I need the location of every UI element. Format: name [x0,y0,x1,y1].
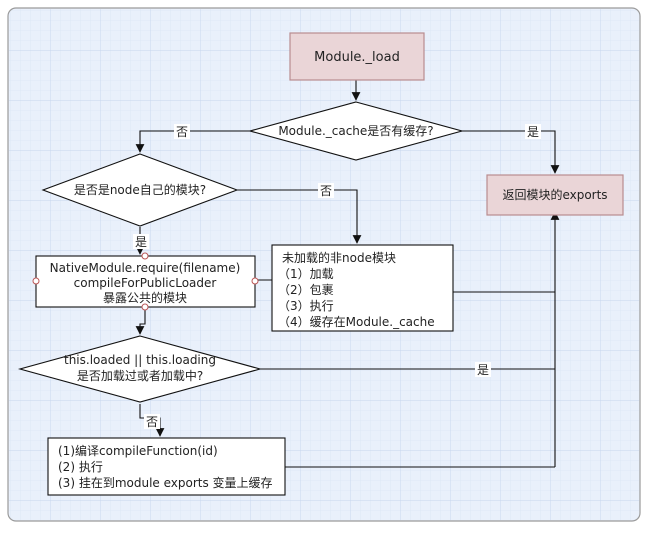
compile-node: (1)编译compileFunction(id) (2) 执行 (3) 挂在到m… [47,437,286,496]
loaded-check-diamond: this.loaded || this.loading 是否加载过或者加载中? [17,335,263,403]
loaded-check-line-2: 是否加载过或者加载中? [77,368,203,383]
connector-dot [32,277,40,285]
loaded-no-label: 否 [146,415,158,429]
non-native-line-1: 未加载的非node模块 [282,250,396,265]
label-bg [144,414,160,429]
compile-line-3: (3) 挂在到module exports 变量上缓存 [58,475,273,490]
non-native-line-3: （2）包裹 [278,282,334,297]
native-yes-label: 是 [135,235,147,249]
connector-dot [251,277,259,285]
label-bg [133,234,149,249]
label-bg [318,183,334,198]
return-exports-node: 返回模块的exports [486,174,624,216]
compile-line-1: (1)编译compileFunction(id) [58,443,218,458]
connector-dot [141,252,149,260]
edge-cache-no [135,130,250,153]
start-node: Module._load [289,32,425,81]
edge-native-to-loaded [135,307,146,335]
loaded-check-line-1: this.loaded || this.loading [64,353,216,367]
edge-native-no [237,189,362,244]
non-native-node: 未加载的非node模块 （1）加载 （2）包裹 （3）执行 （4）缓存在Modu… [271,244,454,332]
is-native-diamond: 是否是node自己的模块? [41,153,239,227]
non-native-line-2: （1）加载 [278,267,334,281]
non-native-line-4: （3）执行 [278,299,334,313]
native-no-label: 否 [320,184,332,198]
native-line-2: compileForPublicLoader [74,276,217,290]
label-bg [525,124,541,139]
is-native-label: 是否是node自己的模块? [74,182,206,197]
cache-check-label: Module._cache是否有缓存? [278,124,433,138]
cache-no-label: 否 [176,125,188,139]
start-node-label: Module._load [314,50,400,65]
cache-yes-label: 是 [527,125,539,139]
native-line-3: 暴露公共的模块 [103,290,187,305]
native-module-node: NativeModule.require(filename) compileFo… [32,252,259,311]
edge-cache-yes [462,130,560,174]
edges [135,80,560,468]
edge-labels: 否 是 否 是 是 否 [133,124,541,429]
connector-dot [141,303,149,311]
loaded-yes-label: 是 [477,363,489,377]
return-exports-label: 返回模块的exports [502,187,607,202]
cache-check-diamond: Module._cache是否有缓存? [247,101,465,161]
label-bg [174,124,190,139]
compile-line-2: (2) 执行 [58,460,103,474]
label-bg [475,362,491,377]
non-native-line-5: （4）缓存在Module._cache [278,315,435,329]
native-line-1: NativeModule.require(filename) [50,261,241,275]
